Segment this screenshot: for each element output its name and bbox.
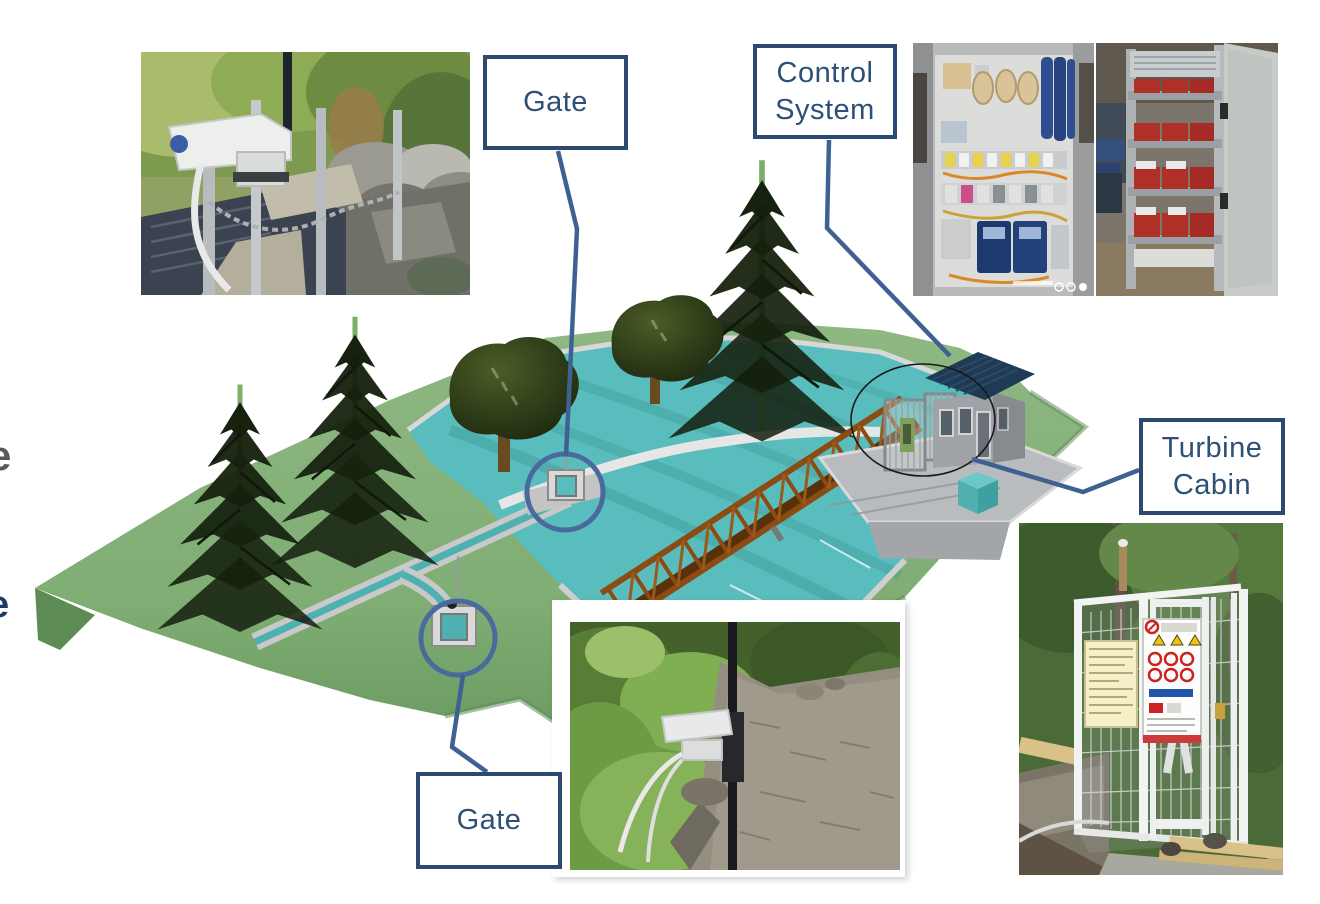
gate-bottom-label: Gate bbox=[416, 772, 562, 869]
turbine-area-circle bbox=[850, 363, 996, 477]
cropped-text-fragment-upper: e bbox=[0, 432, 11, 480]
warning-signs bbox=[1084, 618, 1202, 743]
gate-actuator-device bbox=[167, 112, 292, 293]
control-system-label-text: Control System bbox=[775, 57, 875, 126]
gate-top-label-text: Gate bbox=[523, 86, 588, 119]
photo-battery-rack bbox=[1096, 43, 1278, 296]
deciduous-tree-right bbox=[611, 295, 724, 404]
cabinet-door bbox=[1220, 43, 1278, 296]
photo-path-antenna bbox=[570, 622, 900, 870]
intake-gate bbox=[547, 424, 585, 501]
turbine-cabin-label-text: Turbine Cabin bbox=[1161, 432, 1263, 501]
photo-stream-gate bbox=[141, 52, 470, 295]
photo-turbine-cage bbox=[1019, 523, 1283, 875]
control-building bbox=[925, 352, 1035, 468]
battery-shelves bbox=[1128, 79, 1222, 267]
breaker-row-1 bbox=[941, 151, 1067, 169]
deciduous-tree-left bbox=[449, 337, 579, 472]
outlet-gate bbox=[431, 556, 477, 647]
gate-bottom-label-text: Gate bbox=[456, 804, 522, 837]
antenna-station bbox=[617, 622, 744, 870]
turbine-cabin-label: Turbine Cabin bbox=[1139, 418, 1285, 515]
transformers bbox=[972, 69, 1039, 105]
blue-filter-bars bbox=[1041, 57, 1075, 141]
cropped-text-fragment-lower: e bbox=[0, 584, 9, 627]
camera-watermark bbox=[1013, 281, 1087, 292]
drives bbox=[977, 221, 1069, 273]
breaker-row-2 bbox=[941, 183, 1067, 205]
trees bbox=[158, 160, 856, 632]
rack-frame bbox=[1126, 45, 1224, 291]
control-system-label: Control System bbox=[753, 44, 897, 139]
gate-top-label: Gate bbox=[483, 55, 628, 150]
photo-control-cabinet bbox=[913, 43, 1094, 296]
